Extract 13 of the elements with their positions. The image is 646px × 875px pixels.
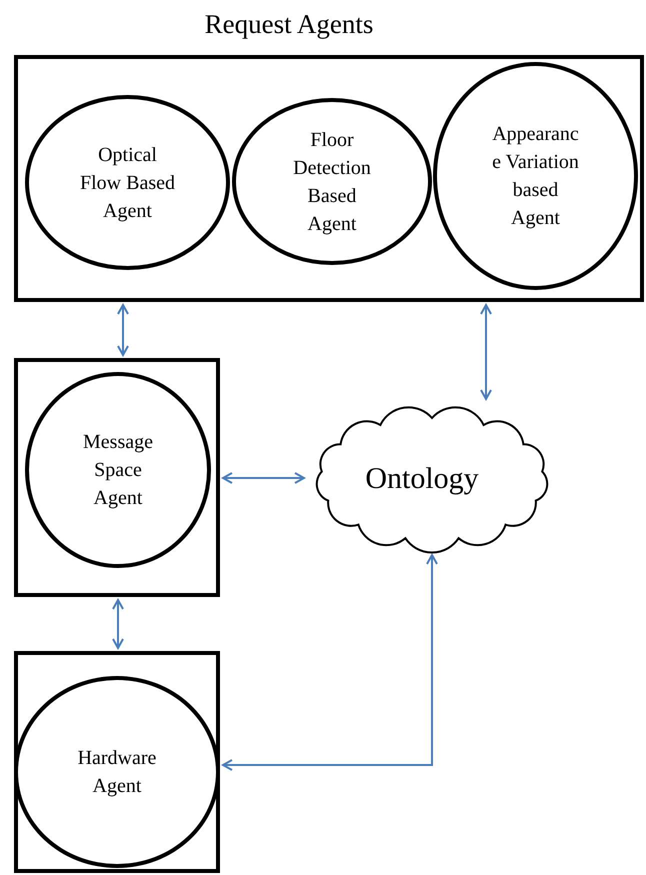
agent-label: Optical Flow Based Agent — [79, 142, 176, 224]
agent-label: Appearanc e Variation based Agent — [491, 122, 580, 231]
double-arrow — [112, 599, 124, 649]
double-arrow — [222, 554, 438, 771]
double-arrow — [222, 472, 305, 484]
double-arrow — [480, 304, 492, 400]
cloud-label: Ontology — [365, 462, 480, 496]
agent-label: Floor Detection Based Agent — [292, 128, 372, 236]
agent-label: Message Space Agent — [82, 430, 154, 511]
double-arrow — [117, 304, 129, 356]
agent-label: Hardware Agent — [76, 746, 158, 799]
group-title: Request Agents — [204, 9, 374, 40]
agent-group-box — [14, 358, 220, 597]
